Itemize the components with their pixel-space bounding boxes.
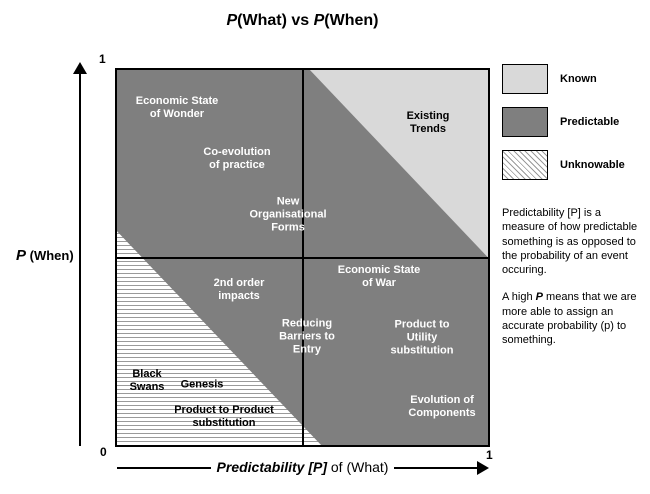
map-label-economic-state-of-war: Economic State of War — [337, 264, 421, 289]
map-label-co-evolution-of-practice: Co-evolution of practice — [203, 146, 271, 171]
map-label-2nd-order-impacts: 2nd order impacts — [213, 277, 265, 302]
legend-label-unknowable: Unknowable — [560, 159, 625, 171]
legend-label-predictable: Predictable — [560, 116, 620, 128]
horizontal-divider-line — [117, 256, 488, 259]
legend: Known Predictable Unknowable — [502, 64, 625, 193]
map-label-economic-state-of-wonder: Economic State of Wonder — [135, 95, 219, 120]
x-axis-tick-1: 1 — [486, 448, 493, 462]
x-axis-arrowhead-icon — [477, 461, 489, 475]
y-axis-arrowhead-icon — [73, 62, 87, 74]
description-paragraph-1: Predictability [P] is a measure of how p… — [502, 207, 638, 277]
map-label-evolution-of-components: Evolution of Components — [408, 394, 476, 419]
map-label-reducing-barriers-to-entry: Reducing Barriers to Entry — [279, 317, 335, 356]
title-p-when: P — [313, 12, 325, 29]
title-p-what: P — [226, 12, 238, 29]
plot-area: Economic State of Wonder Co-evolution of… — [115, 68, 490, 447]
description-text: Predictability [P] is a measure of how p… — [502, 206, 646, 348]
map-label-existing-trends: Existing Trends — [406, 110, 450, 135]
map-label-product-to-utility-substitution: Product to Utility substitution — [390, 318, 454, 357]
map-label-new-organisational-forms: New Organisational Forms — [249, 195, 327, 234]
map-label-genesis: Genesis — [180, 378, 224, 391]
legend-label-known: Known — [560, 73, 597, 85]
diagram-title: P(What) vs P(When) — [115, 12, 490, 30]
title-text-1: (What) vs — [237, 12, 314, 29]
map-label-product-to-product-substitution: Product to Product substitution — [174, 404, 274, 429]
title-text-2: (When) — [324, 12, 379, 29]
description-paragraph-2: A high P means that we are more able to … — [502, 291, 637, 347]
predictable-swatch — [502, 107, 548, 137]
y-axis-tick-1: 1 — [99, 52, 106, 66]
map-label-black-swans: Black Swans — [129, 368, 165, 393]
legend-item-known: Known — [502, 64, 625, 94]
y-axis-line — [79, 74, 81, 446]
x-axis-label: Predictability [P] of (What) — [115, 459, 490, 475]
unknowable-swatch — [502, 150, 548, 180]
legend-item-unknowable: Unknowable — [502, 150, 625, 180]
y-axis-label: P (When) — [16, 247, 74, 264]
y-axis-tick-0: 0 — [100, 445, 107, 459]
known-swatch — [502, 64, 548, 94]
legend-item-predictable: Predictable — [502, 107, 625, 137]
